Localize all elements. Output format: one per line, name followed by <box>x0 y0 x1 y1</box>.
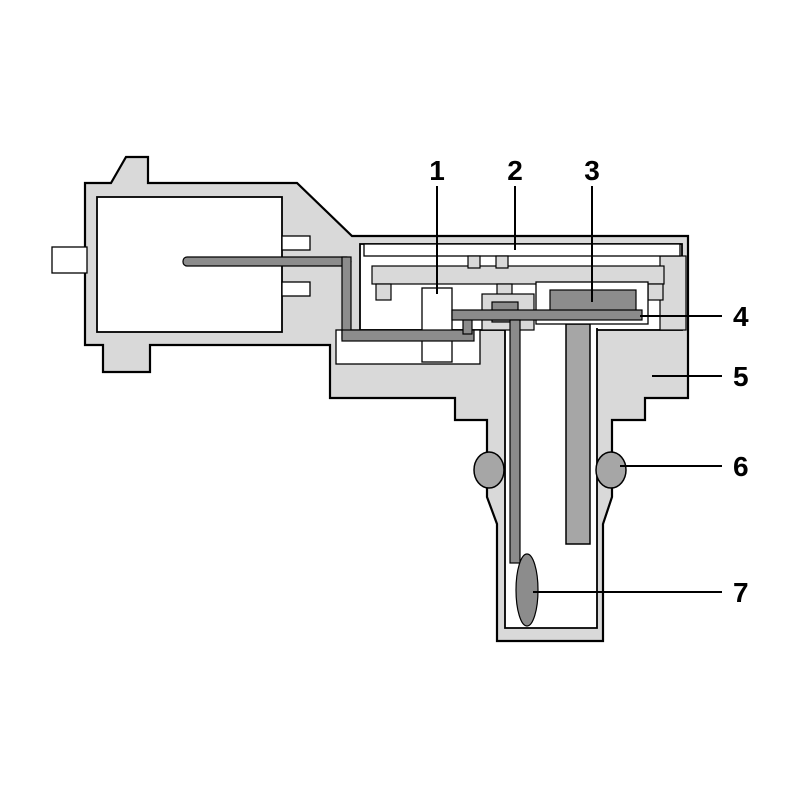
o-ring-right <box>595 451 627 489</box>
callout-label-7: 7 <box>733 577 749 608</box>
contact-bridge <box>451 309 643 321</box>
callout-label-1: 1 <box>429 155 445 186</box>
inner-tube <box>565 323 591 545</box>
callout-label-2: 2 <box>507 155 523 186</box>
carrier-foot-left <box>375 283 392 301</box>
callout-label-5: 5 <box>733 361 749 392</box>
callout-label-4: 4 <box>733 301 749 332</box>
carrier-nub-right <box>495 255 509 269</box>
contact-clip <box>421 287 453 363</box>
connector-step-bottom <box>281 281 311 297</box>
terminal-pin-lower <box>341 329 475 342</box>
callout-label-6: 6 <box>733 451 749 482</box>
callout-label-3: 3 <box>584 155 600 186</box>
temperature-probe <box>515 553 539 627</box>
carrier-foot-right <box>647 283 664 301</box>
connector-step-top <box>281 235 311 251</box>
ceramic-carrier <box>371 265 665 285</box>
terminal-pin-vertical <box>341 256 352 340</box>
cover-plate <box>363 243 681 257</box>
o-ring-left <box>473 451 505 489</box>
carrier-nub-left <box>467 255 481 269</box>
connector-stub <box>51 246 88 274</box>
terminal-pin-horizontal <box>182 256 352 267</box>
signal-pin <box>509 319 521 564</box>
